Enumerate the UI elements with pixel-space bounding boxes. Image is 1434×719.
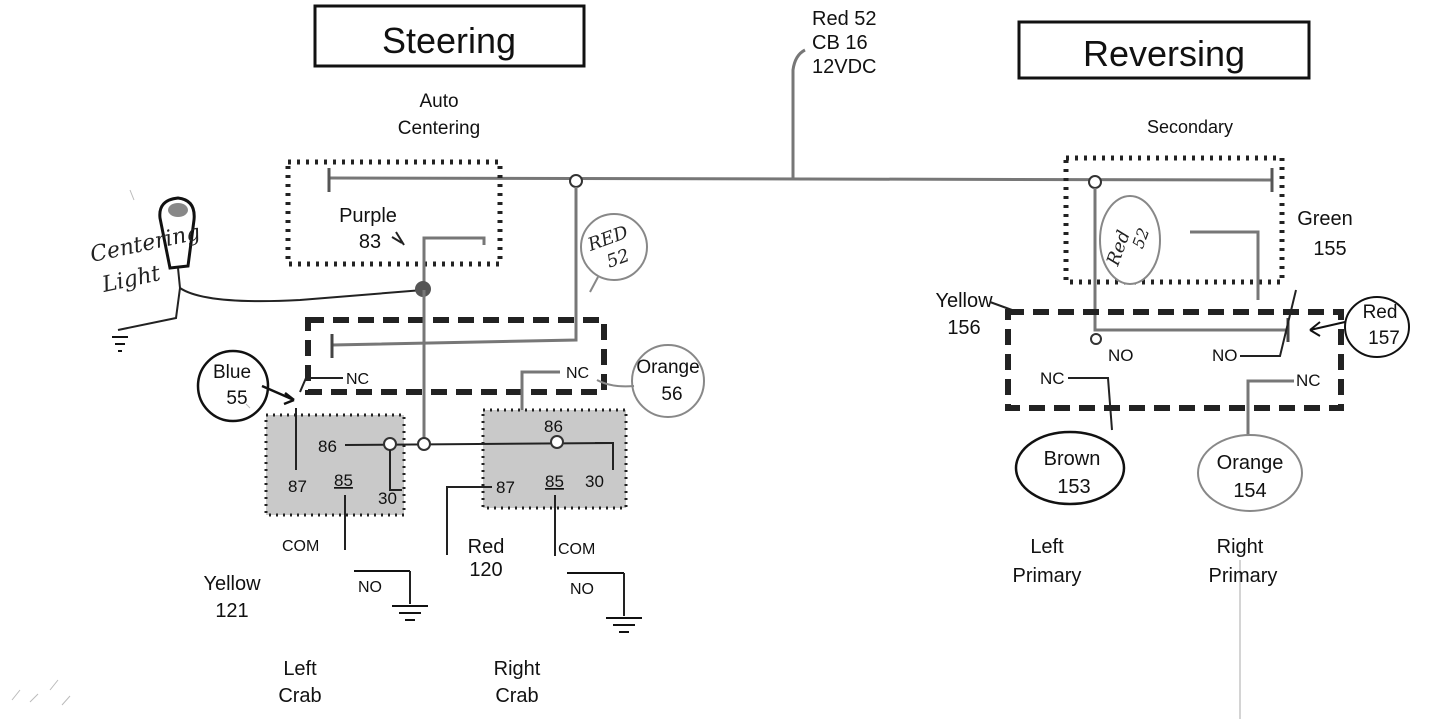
secondary-switch-box bbox=[1063, 155, 1285, 285]
power-label-breaker: CB 16 bbox=[812, 32, 868, 54]
crab-selector-box bbox=[305, 317, 607, 395]
green155-label-2: 155 bbox=[1313, 238, 1346, 260]
left-relay-pin-30: 30 bbox=[378, 489, 397, 508]
red157-callout: Red 157 bbox=[1309, 296, 1410, 358]
right-relay-pin-87: 87 bbox=[496, 478, 515, 497]
no-right-reversing-label: NO bbox=[1212, 346, 1238, 365]
left-relay-pin-87: 87 bbox=[288, 477, 307, 496]
reversing-title: Reversing bbox=[1083, 33, 1245, 74]
red52-callout: RED 52 bbox=[580, 213, 648, 293]
orange56-label-2: 56 bbox=[661, 384, 682, 405]
primary-selector-box bbox=[1005, 309, 1344, 411]
centering-light-label-2: Light bbox=[99, 261, 163, 298]
nc-right-label: NC bbox=[566, 365, 589, 382]
splice-dot-centering bbox=[415, 281, 431, 297]
right-crab-label-2: Crab bbox=[495, 685, 538, 707]
auto-centering-switch-box bbox=[285, 159, 503, 267]
brown153-wire bbox=[1068, 377, 1113, 431]
splice-dot-red52-steering bbox=[569, 174, 583, 188]
auto-centering-switch-contact bbox=[391, 231, 405, 246]
orange154-callout: Orange 154 bbox=[1197, 434, 1303, 512]
relay-junction-1 bbox=[383, 437, 397, 451]
splice-dot-red52-reversing bbox=[1088, 175, 1102, 189]
left-primary-label-2: Primary bbox=[1013, 565, 1082, 587]
orange154-label-2: 154 bbox=[1233, 480, 1266, 502]
secondary-label: Secondary bbox=[1147, 117, 1233, 137]
red157-label: Red bbox=[1363, 302, 1398, 323]
left-crab-relay: 86 87 85 30 bbox=[264, 413, 406, 517]
left-relay-30-wire bbox=[389, 450, 402, 491]
red52-callout-reversing: Red 52 bbox=[1099, 195, 1161, 285]
nc-left-reversing-label: NC bbox=[1040, 369, 1065, 388]
relay-junction-2 bbox=[417, 437, 431, 451]
red120-label-2: 120 bbox=[469, 559, 502, 581]
yellow156-label-2: 156 bbox=[947, 317, 980, 339]
nc-wire-right bbox=[520, 370, 560, 418]
steering-title: Steering bbox=[382, 20, 516, 61]
nc-left-label: NC bbox=[346, 371, 369, 388]
purple-label: Purple bbox=[339, 205, 397, 227]
right-primary-label: Right bbox=[1217, 536, 1264, 558]
centering-light-icon bbox=[112, 196, 424, 352]
auto-centering-label-2: Centering bbox=[398, 118, 480, 139]
nc-right-reversing-label: NC bbox=[1296, 371, 1321, 390]
green155-wire bbox=[1190, 230, 1260, 300]
brown153-label: Brown bbox=[1044, 448, 1101, 470]
no-right-wire bbox=[1240, 289, 1297, 357]
left-crab-label-2: Crab bbox=[278, 685, 321, 707]
brown153-label-2: 153 bbox=[1057, 476, 1090, 498]
ground-icon-right bbox=[567, 572, 642, 633]
splice-dot-primary bbox=[1090, 333, 1102, 345]
purple-wire bbox=[422, 236, 486, 288]
no-left-label: NO bbox=[358, 579, 382, 596]
yellow156-wire bbox=[989, 301, 1013, 311]
main-bus-wire bbox=[329, 176, 1273, 182]
left-primary-label: Left bbox=[1030, 536, 1064, 558]
no-left-reversing-label: NO bbox=[1108, 346, 1134, 365]
orange56-callout: Orange 56 bbox=[596, 344, 705, 418]
right-relay-30-wire bbox=[595, 442, 614, 470]
yellow121-label: Yellow bbox=[203, 573, 261, 595]
blue55-label: Blue bbox=[213, 362, 251, 383]
purple-label-2: 83 bbox=[359, 231, 381, 253]
orange154-label: Orange bbox=[1217, 452, 1284, 474]
steering-title-box: Steering bbox=[313, 4, 586, 68]
yellow121-label-2: 121 bbox=[215, 600, 248, 622]
red157-label-2: 157 bbox=[1368, 328, 1400, 349]
red52-wire-reversing bbox=[1093, 188, 1288, 332]
yellow156-label: Yellow bbox=[935, 290, 993, 312]
power-feed: Red 52 CB 16 12VDC bbox=[791, 8, 877, 178]
red120-wire bbox=[446, 486, 492, 555]
left-relay-pin-85: 85 bbox=[334, 471, 353, 490]
power-label-wire: Red 52 bbox=[812, 8, 877, 30]
reversing-title-box: Reversing bbox=[1017, 20, 1311, 80]
right-relay-pin-30: 30 bbox=[585, 472, 604, 491]
brown153-callout: Brown 153 bbox=[1014, 430, 1126, 506]
blue55-label-2: 55 bbox=[226, 388, 247, 409]
right-primary-label-2: Primary bbox=[1209, 565, 1278, 587]
orange56-label: Orange bbox=[636, 357, 699, 378]
right-crab-label: Right bbox=[494, 658, 541, 680]
red120-label: Red bbox=[468, 536, 505, 558]
right-crab-relay: 86 87 85 30 bbox=[481, 408, 628, 510]
com-left-label: COM bbox=[282, 538, 319, 555]
green155-label: Green bbox=[1297, 208, 1353, 230]
red52-wire-steering bbox=[331, 187, 578, 347]
left-crab-label: Left bbox=[283, 658, 317, 680]
auto-centering-label: Auto bbox=[419, 91, 458, 112]
nc-wire-left bbox=[299, 377, 343, 393]
scan-marks bbox=[11, 189, 251, 706]
ground-icon-left bbox=[354, 570, 428, 621]
left-relay-pin-86: 86 bbox=[318, 437, 337, 456]
blue55-callout: Blue 55 bbox=[196, 349, 295, 423]
com-right-label: COM bbox=[558, 541, 595, 558]
right-relay-pin-86: 86 bbox=[544, 417, 563, 436]
relay-junction-3 bbox=[550, 435, 564, 449]
orange154-wire bbox=[1246, 379, 1294, 440]
no-right-label: NO bbox=[570, 581, 594, 598]
power-label-voltage: 12VDC bbox=[812, 56, 876, 78]
right-relay-pin-85: 85 bbox=[545, 472, 564, 491]
